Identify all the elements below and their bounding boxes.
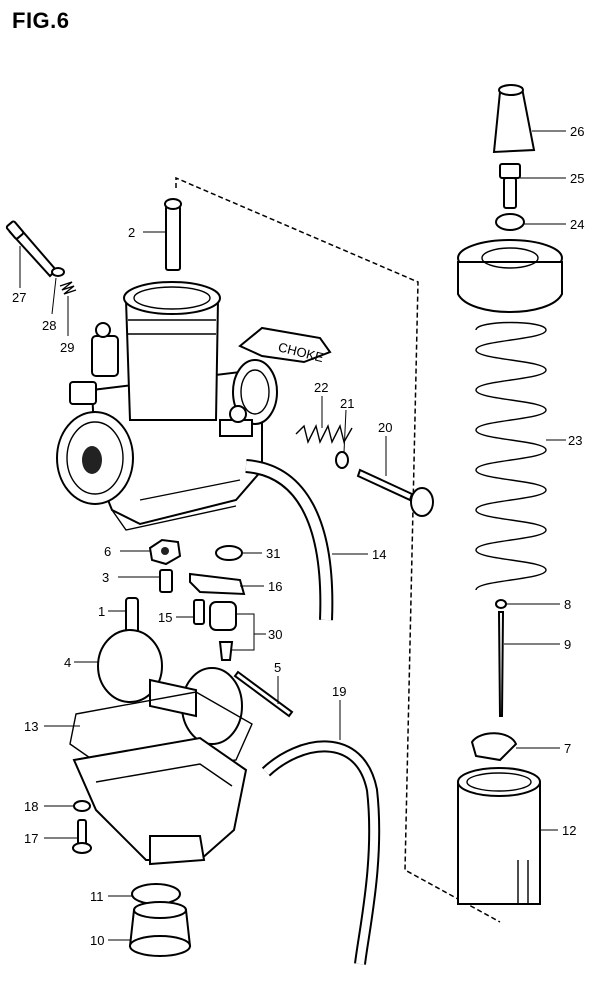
part-6-nut <box>148 538 182 566</box>
part-14-hose <box>245 459 334 621</box>
part-31-o-ring <box>215 545 243 561</box>
part-9-jet-needle <box>497 611 505 717</box>
part-1-needle-jet <box>125 597 139 635</box>
part-5-pin <box>233 670 294 718</box>
part-18-washer <box>73 800 91 812</box>
callout-19: 19 <box>332 684 346 699</box>
callout-21: 21 <box>340 396 354 411</box>
figure-title: FIG.6 <box>12 8 70 33</box>
callout-24: 24 <box>570 217 584 232</box>
callout-17: 17 <box>24 831 38 846</box>
callout-7: 7 <box>564 741 571 756</box>
part-11-gasket <box>131 883 181 905</box>
callout-31: 31 <box>266 546 280 561</box>
callout-16: 16 <box>268 579 282 594</box>
callout-5: 5 <box>274 660 281 675</box>
callout-28: 28 <box>42 318 56 333</box>
part-29-spring <box>59 281 77 295</box>
leader-21 <box>343 409 347 453</box>
leader-30 <box>232 613 266 651</box>
callout-1: 1 <box>98 604 105 619</box>
part-4-float <box>97 629 243 745</box>
part-27-idle-screw <box>5 220 58 278</box>
part-24-nut <box>495 213 525 231</box>
callout-9: 9 <box>564 637 571 652</box>
callout-10: 10 <box>90 933 104 948</box>
callout-30: 30 <box>268 627 282 642</box>
part-7-retainer <box>470 732 518 762</box>
part-21-o-ring <box>335 451 349 469</box>
part-19-hose-inner <box>263 742 379 965</box>
callout-2: 2 <box>128 225 135 240</box>
part-8-clip <box>495 599 507 609</box>
part-2-tube <box>164 198 182 271</box>
callout-3: 3 <box>102 570 109 585</box>
part-22-spring <box>295 423 353 445</box>
callout-29: 29 <box>60 340 74 355</box>
callout-22: 22 <box>314 380 328 395</box>
assembly-guide-line <box>175 176 501 923</box>
carburetor-body <box>56 281 278 531</box>
part-15-pilot-jet <box>193 599 205 625</box>
part-13-gasket <box>69 691 253 777</box>
part-30-float-valve <box>209 601 237 661</box>
float-bowl <box>72 736 248 866</box>
callout-12: 12 <box>562 823 576 838</box>
callout-25: 25 <box>570 171 584 186</box>
leader-28 <box>51 277 57 315</box>
part-19-hose <box>261 740 381 965</box>
callout-13: 13 <box>24 719 38 734</box>
callout-27: 27 <box>12 290 26 305</box>
callout-26: 26 <box>570 124 584 139</box>
callout-18: 18 <box>24 799 38 814</box>
part-3-main-jet <box>159 569 173 593</box>
callout-8: 8 <box>564 597 571 612</box>
callout-6: 6 <box>104 544 111 559</box>
part-14-hose-inner <box>245 461 332 621</box>
mixing-chamber-cap <box>457 239 563 313</box>
part-17-screw <box>72 819 92 854</box>
callout-14: 14 <box>372 547 386 562</box>
callout-4: 4 <box>64 655 71 670</box>
part-20-adjust-screw <box>356 468 434 517</box>
part-10-drain-plug <box>128 901 192 957</box>
callout-11: 11 <box>90 889 104 904</box>
part-25-adjuster <box>499 163 521 209</box>
callout-23: 23 <box>568 433 582 448</box>
part-28-washer <box>51 267 65 277</box>
part-12-throttle-slide <box>457 767 541 905</box>
callout-20: 20 <box>378 420 392 435</box>
part-16-plate <box>189 572 246 596</box>
callout-15: 15 <box>158 610 172 625</box>
part-26-cap <box>492 86 536 154</box>
part-26-cap-top <box>498 84 524 96</box>
part-23-spring <box>475 321 547 591</box>
